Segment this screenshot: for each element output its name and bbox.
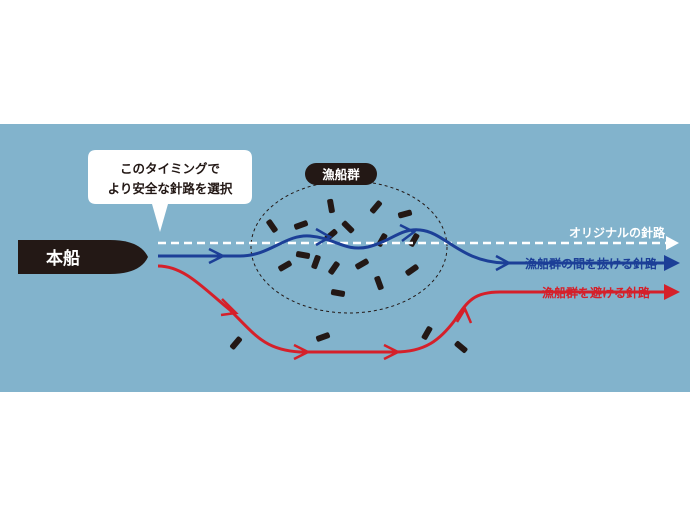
fishing-boat [421, 326, 433, 340]
own-ship-label: 本船 [46, 248, 80, 269]
own-ship-hull [18, 240, 148, 274]
through-route-chevron [495, 254, 512, 272]
fishing-boat [454, 341, 468, 353]
fishing-boat [330, 289, 346, 297]
avoid-route-label: 漁船群を避ける針路 [542, 285, 651, 300]
original-route-label: オリジナルの針路 [569, 225, 666, 240]
fleet-label: 漁船群 [322, 167, 360, 182]
fishing-boat [327, 198, 335, 214]
fishing-boat [397, 209, 413, 219]
avoid-route-chevron [383, 343, 401, 361]
avoid-route-arrowhead [664, 284, 680, 300]
fishing-boat [295, 251, 311, 259]
fishing-boats [230, 198, 468, 353]
through-route-arrowhead [664, 255, 680, 271]
fishing-boat [315, 332, 331, 342]
through-route-chevron [399, 223, 417, 242]
fishing-boat [405, 264, 419, 276]
through-route-chevron [315, 227, 333, 247]
fishing-boat [311, 254, 321, 270]
fishing-boat [355, 258, 369, 270]
avoid-route-chevron [455, 306, 473, 324]
fishing-boat [341, 220, 355, 234]
callout-line-1: このタイミングで [120, 161, 220, 176]
through-route-line [158, 228, 676, 265]
original-route-arrowhead [666, 236, 679, 250]
fishing-boat [230, 336, 242, 350]
fishing-boat [266, 219, 278, 233]
fishing-boat [328, 261, 340, 275]
through-route-chevron [208, 247, 226, 265]
avoid-route-chevron [293, 343, 311, 361]
avoid-route-chevron [220, 298, 239, 317]
fleet-label-badge [305, 163, 377, 185]
fishing-boat [278, 260, 292, 272]
avoid-route-line [157, 264, 676, 354]
fishing-boat [293, 220, 309, 230]
callout-line-2: より安全な針路を選択 [108, 181, 233, 196]
fishing-boat [370, 200, 382, 214]
fleet-area-outline [250, 180, 448, 314]
callout-bubble [88, 150, 252, 232]
fishing-boat [374, 275, 384, 291]
through-route-label: 漁船群の間を抜ける針路 [525, 256, 658, 271]
